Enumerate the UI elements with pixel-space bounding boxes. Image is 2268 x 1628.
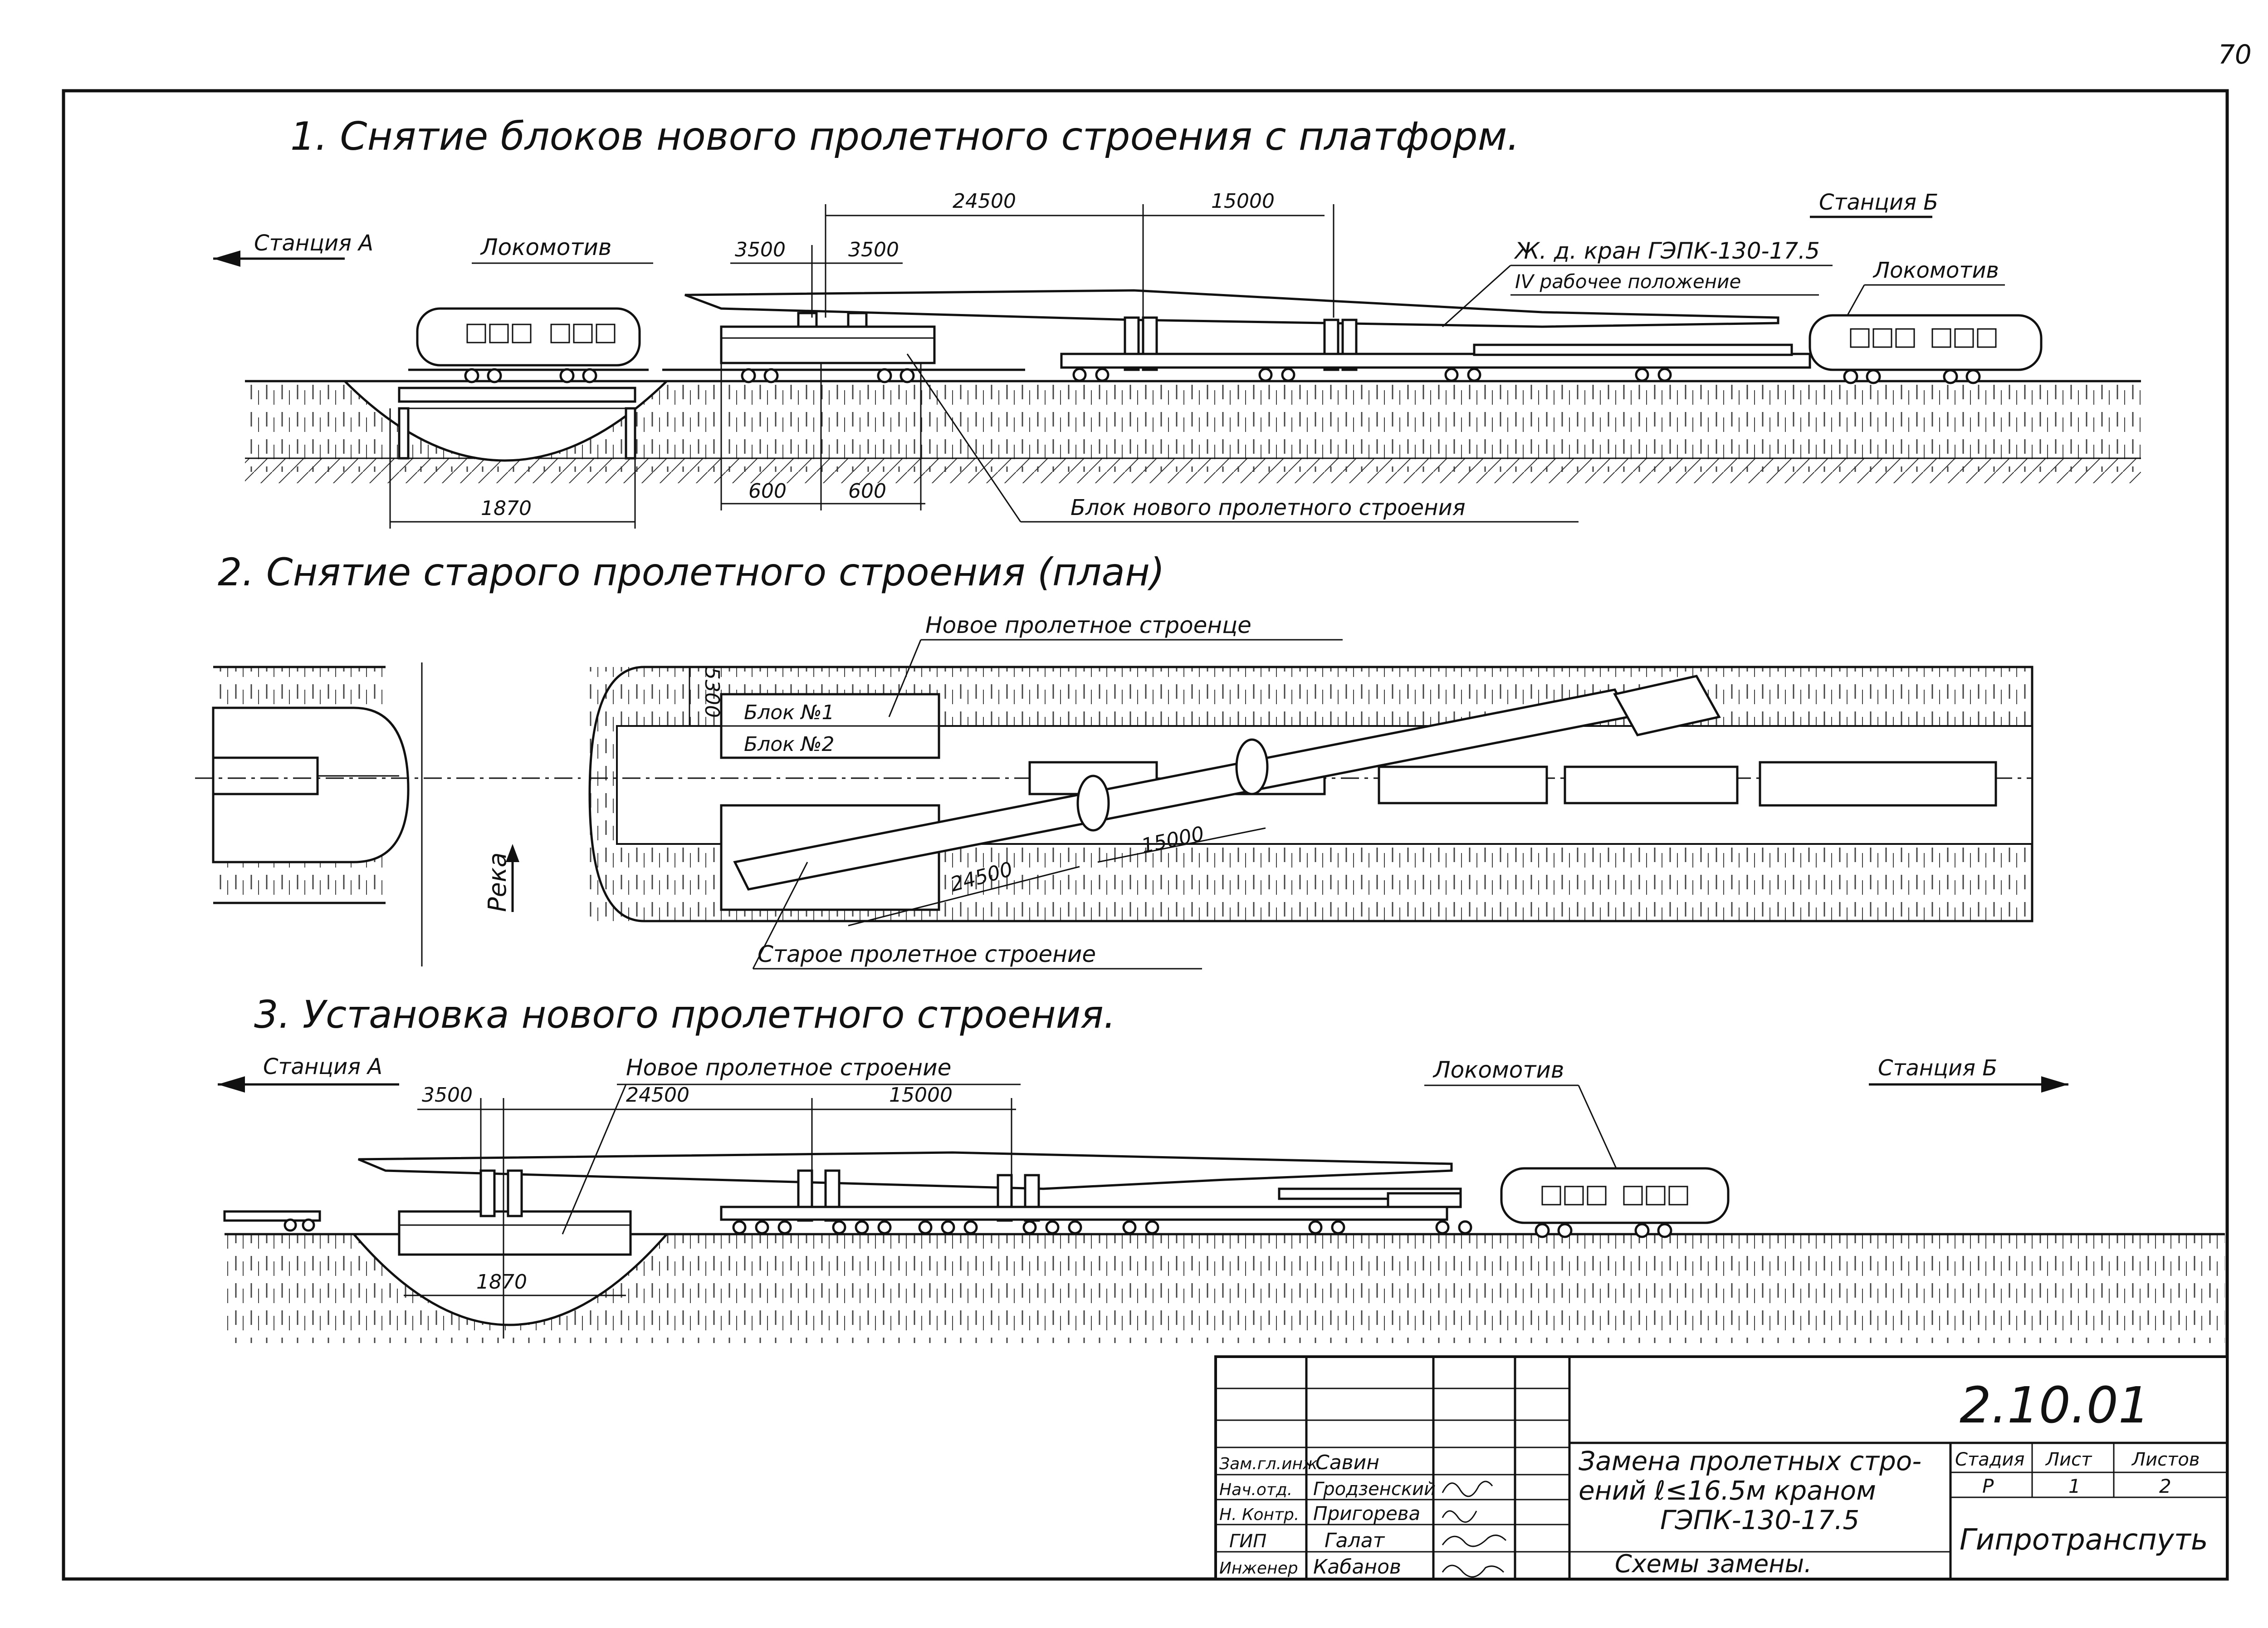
organization: Гипротранспуть	[1960, 1523, 2208, 1557]
dim-1870-s1: 1870	[481, 497, 532, 520]
new-span-label-s2: Новое пролетное строенце	[925, 612, 1251, 638]
locomotive-right-label: Локомотив	[1872, 258, 1999, 283]
section-1-title: 1. Снятие блоков нового пролетного строе…	[290, 114, 1520, 159]
dim-15000-s3: 15000	[889, 1084, 953, 1107]
subtitle: Схемы замены.	[1615, 1550, 1812, 1578]
sheets-header: Листов	[2131, 1449, 2200, 1470]
dim-24500-s1: 24500	[953, 190, 1016, 213]
signature-1	[1442, 1481, 1493, 1497]
train-car-1	[1378, 765, 1548, 804]
dim-600a-s1: 600	[748, 480, 787, 503]
crane-label: Ж. д. кран ГЭПК-130-17.5	[1514, 238, 1820, 264]
platform-with-block	[720, 325, 936, 364]
river-pit-3	[351, 1233, 670, 1326]
title-line-3: ГЭПК-130-17.5	[1660, 1505, 1859, 1535]
title-line-2: ений ℓ≤16.5м краном	[1579, 1475, 1876, 1506]
station-a-label-1: Станция А	[254, 230, 373, 256]
dim-1870-s3: 1870	[476, 1270, 527, 1294]
train-car-2	[1564, 765, 1739, 804]
drawing-frame	[62, 89, 2229, 1581]
old-span-beam	[398, 387, 636, 403]
crane-counterweight	[1613, 675, 1721, 736]
section-3-title: 3. Установка нового пролетного строения.	[254, 992, 1116, 1037]
name-3: Пригорева	[1313, 1502, 1420, 1525]
role-2: Нач.отд.	[1219, 1481, 1292, 1499]
role-1: Зам.гл.инж.	[1219, 1455, 1323, 1473]
river-label: Река	[483, 853, 512, 912]
section-2: 2. Снятие старого пролетного строения (п…	[195, 550, 2033, 970]
dim-600b-s1: 600	[848, 480, 886, 503]
dim-3500b-s1: 3500	[848, 238, 899, 261]
crane-chassis-3	[720, 1206, 1448, 1221]
locomotive-right	[1809, 314, 2043, 371]
section-1: 1. Снятие блоков нового пролетного строе…	[213, 114, 2141, 529]
new-span-installed	[398, 1210, 632, 1256]
station-a-label-3: Станция А	[263, 1054, 382, 1079]
dim-3500-s3: 3500	[422, 1084, 473, 1107]
new-span-label-s3: Новое пролетное строение	[626, 1054, 951, 1081]
arrow-left-icon-3	[218, 1076, 245, 1093]
signature-3	[1442, 1535, 1507, 1547]
name-5: Кабанов	[1313, 1555, 1401, 1579]
crane-wheels-3	[732, 1220, 1472, 1235]
block-2-label: Блок №2	[744, 733, 835, 756]
title-block: 2.10.01 Зам.гл.инж. Нач.отд. Н. Контр. Г…	[1214, 1355, 2229, 1580]
crane-chassis-1	[1060, 353, 1811, 369]
title-line-1: Замена пролетных стро-	[1579, 1446, 1921, 1476]
role-3: Н. Контр.	[1219, 1505, 1299, 1524]
train-car-3	[1759, 761, 1997, 807]
locomotive-left	[416, 307, 641, 367]
dim-5300: 5300	[700, 667, 723, 718]
section-2-title: 2. Снятие старого пролетного строения (п…	[218, 550, 1165, 594]
soil-hatch	[245, 458, 2141, 483]
name-4: Галат	[1325, 1529, 1385, 1552]
arrow-up-icon	[506, 844, 519, 862]
locomotive-label-3: Локомотив	[1432, 1057, 1564, 1083]
arrow-left-icon	[213, 250, 240, 267]
block-new-span-label: Блок нового пролетного строения	[1070, 495, 1466, 520]
station-b-label-1: Станция Б	[1819, 190, 1938, 215]
old-span-label: Старое пролетное строение	[758, 941, 1096, 967]
sheet-value: 1	[2068, 1475, 2081, 1497]
dim-24500-s3: 24500	[626, 1084, 689, 1107]
arrow-right-icon-3	[2041, 1076, 2068, 1093]
signature-2	[1442, 1510, 1477, 1523]
stage-header: Стадия	[1955, 1449, 2024, 1470]
sheets-value: 2	[2159, 1475, 2171, 1497]
locomotive-3	[1500, 1167, 1730, 1224]
dim-3500a-s1: 3500	[735, 238, 786, 261]
name-1: Савин	[1315, 1451, 1379, 1474]
station-b-label-3: Станция Б	[1878, 1055, 1997, 1081]
signature-4	[1442, 1564, 1505, 1578]
sheet-header: Лист	[2045, 1449, 2092, 1470]
left-train	[212, 756, 319, 795]
locomotive-left-label: Локомотив	[480, 234, 611, 260]
role-5: Инженер	[1219, 1559, 1298, 1578]
crane-position-label: IV рабочее положение	[1515, 270, 1741, 293]
page-number: 70	[2218, 39, 2252, 70]
section-3: 3. Установка нового пролетного строения.…	[218, 992, 2225, 1343]
drawing-number: 2.10.01	[1960, 1376, 2150, 1434]
name-2: Гродзенский	[1313, 1479, 1436, 1500]
role-4: ГИП	[1229, 1531, 1266, 1552]
stage-value: Р	[1982, 1475, 1994, 1497]
dim-15000-s1: 15000	[1211, 190, 1275, 213]
block-1-label: Блок №1	[744, 701, 835, 724]
